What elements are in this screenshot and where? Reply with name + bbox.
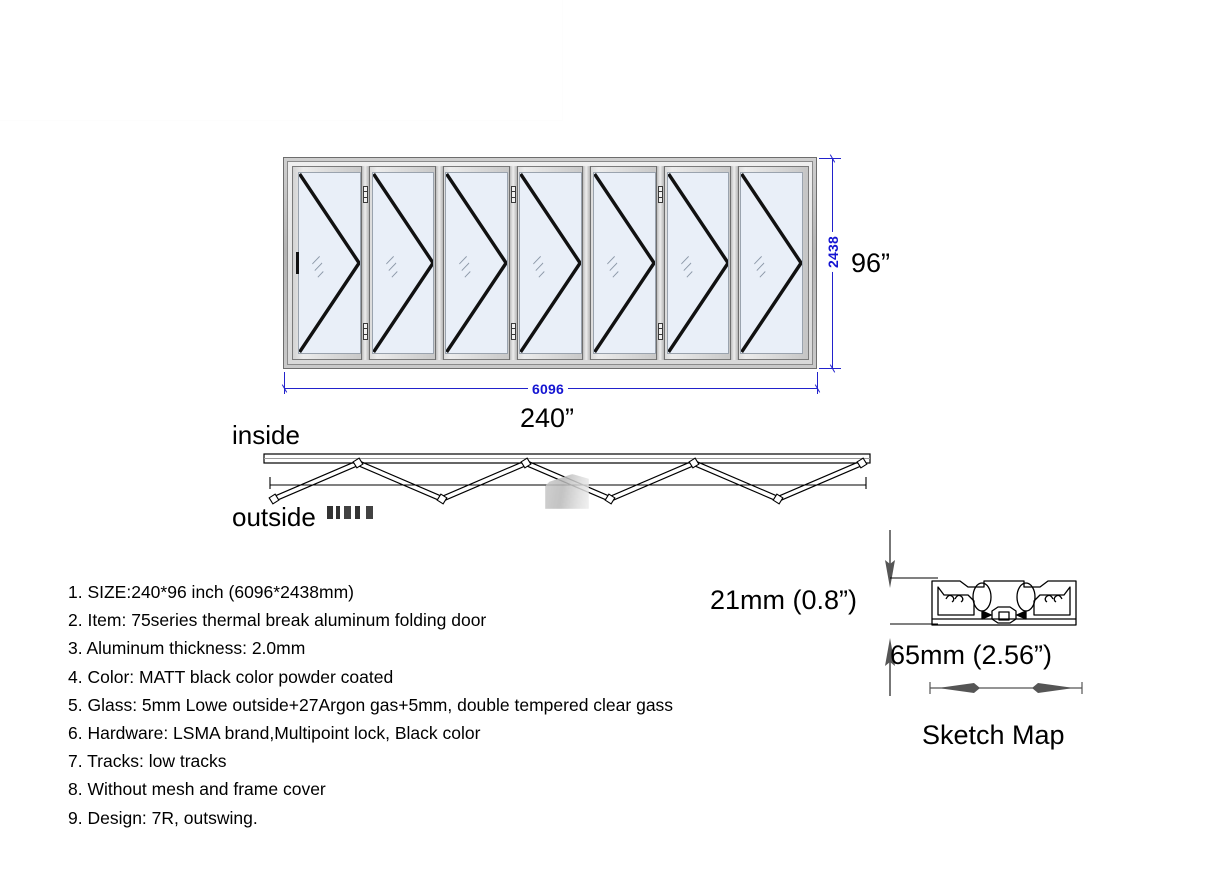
hinge-marker: [658, 186, 664, 203]
door-mullion: [508, 166, 518, 360]
door-panel[interactable]: [734, 166, 810, 360]
width-inch-label: 240”: [520, 403, 575, 433]
glass-pane: [371, 172, 435, 354]
plan-view-svg: [263, 453, 871, 505]
door-handle[interactable]: [296, 252, 299, 274]
spec-item: 7. Tracks: low tracks: [68, 751, 227, 772]
outside-label: outside: [232, 502, 316, 532]
glass-pane: [519, 172, 582, 354]
profile-depth-label: 21mm (0.8”): [710, 585, 858, 615]
height-inch-label: 96”: [851, 248, 891, 278]
glass-pane: [445, 172, 509, 354]
door-panel[interactable]: [439, 166, 515, 360]
door-panel[interactable]: [660, 166, 736, 360]
door-panel-row: [292, 166, 810, 360]
spec-item: 9. Design: 7R, outswing.: [68, 807, 258, 828]
ext-line-right: [817, 372, 818, 394]
sketch-map-title: Sketch Map: [922, 720, 1065, 750]
glass-pane: [666, 172, 730, 354]
glass-pane: [592, 172, 656, 354]
spec-item: 5. Glass: 5mm Lowe outside+27Argon gas+5…: [68, 694, 674, 715]
glass-pane: [740, 172, 804, 354]
spec-items: 1. SIZE:240*96 inch (6096*2438mm) 2. Item…: [68, 578, 788, 832]
width-dimension-arrows: [929, 682, 1083, 694]
inside-label: inside: [232, 420, 300, 450]
door-panel[interactable]: [513, 166, 588, 360]
door-mullion: [582, 166, 592, 360]
door-mullion: [434, 166, 444, 360]
width-mm-label: 6096: [528, 381, 568, 397]
glass-pane: [298, 172, 361, 354]
door-panel[interactable]: [365, 166, 441, 360]
spec-item: 8. Without mesh and frame cover: [68, 779, 326, 800]
hinge-marker: [510, 186, 516, 203]
door-elevation-drawing: [283, 157, 817, 369]
hinge-marker: [363, 323, 369, 340]
spec-item: 4. Color: MATT black color powder coated: [68, 666, 394, 687]
outside-watermark-text: [327, 506, 377, 519]
hinge-marker: [363, 186, 369, 203]
door-plan-view: [262, 452, 872, 510]
spec-item: 6. Hardware: LSMA brand,Multipoint lock,…: [68, 723, 481, 744]
sketch-map-section: 21mm (0.8”) 65mm (2.56”: [700, 530, 1200, 780]
spec-item: 1. SIZE:240*96 inch (6096*2438mm): [68, 582, 354, 602]
hinge-marker: [658, 323, 664, 340]
ext-line-top: [819, 158, 841, 159]
depth-dimension-arrows: [885, 530, 895, 696]
spec-item: 2. Item: 75series thermal break aluminum…: [68, 610, 487, 631]
height-mm-label: 2438: [825, 232, 841, 272]
specification-list: 1. SIZE:240*96 inch (6096*2438mm) 2. Item…: [68, 578, 788, 832]
door-mullion: [361, 166, 371, 360]
profile-width-label: 65mm (2.56”): [890, 640, 1053, 670]
door-panel[interactable]: [586, 166, 662, 360]
spec-item: 3. Aluminum thickness: 2.0mm: [68, 638, 306, 659]
depth-ext-lines: [890, 577, 938, 625]
aluminum-profile-cross-section: [931, 580, 1077, 626]
ext-line-bottom: [819, 368, 841, 369]
door-panel[interactable]: [292, 166, 367, 360]
door-mullion: [729, 166, 739, 360]
background-artifact-box: [0, 0, 563, 121]
hinge-marker: [510, 323, 516, 340]
door-mullion: [656, 166, 666, 360]
ext-line-left: [284, 372, 285, 394]
